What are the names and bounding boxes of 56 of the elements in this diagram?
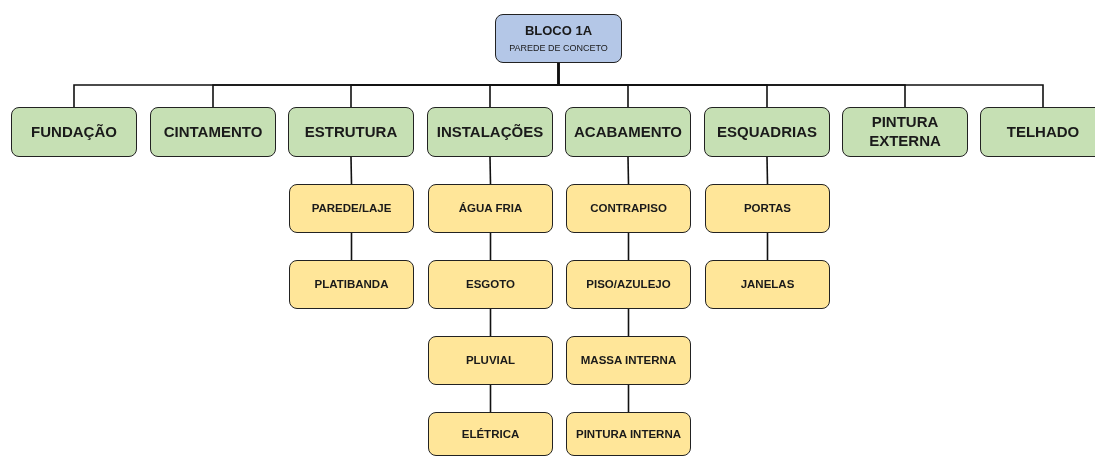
connector-line	[557, 62, 1044, 108]
connector-line	[489, 308, 492, 337]
task-box	[428, 184, 553, 233]
connector-line	[350, 232, 353, 261]
node-title: ESGOTO	[466, 277, 515, 292]
task-box	[566, 260, 691, 309]
node-title: ESQUADRIAS	[717, 122, 817, 142]
root-box	[495, 14, 622, 63]
node-title: ACABAMENTO	[573, 122, 683, 142]
category-box	[11, 107, 137, 157]
task-box	[289, 260, 414, 309]
task-box	[428, 412, 553, 456]
node-title: ESTRUTURA	[304, 122, 398, 142]
connector-line	[489, 232, 492, 261]
category-box	[842, 107, 968, 157]
connector-line	[489, 156, 492, 185]
category-box	[427, 107, 553, 157]
task-box	[428, 336, 553, 385]
category-box	[150, 107, 276, 157]
connector-line	[350, 156, 353, 185]
connector-line	[627, 232, 630, 261]
node-title: BLOCO 1A	[524, 22, 593, 39]
connector-line	[766, 232, 769, 261]
node-title: FUNDAÇÃO	[31, 122, 117, 142]
node-title: PAREDE/LAJE	[311, 201, 392, 216]
task-box	[428, 260, 553, 309]
node-title: CINTAMENTO	[163, 122, 263, 142]
node-title: ÁGUA FRIA	[458, 201, 523, 216]
node-title: PORTAS	[743, 201, 792, 216]
node-subtitle: PAREDE DE CONCETO	[509, 43, 608, 55]
connector-line	[627, 308, 630, 337]
node-title: PLATIBANDA	[314, 277, 389, 292]
connector-line	[766, 156, 769, 185]
node-title: PISO/AZULEJO	[586, 277, 671, 292]
task-box	[566, 412, 691, 456]
node-title: JANELAS	[740, 277, 795, 292]
node-title: PINTURA INTERNA	[576, 426, 681, 442]
category-box	[704, 107, 830, 157]
node-title: ELÉTRICA	[461, 426, 520, 442]
connector-line	[627, 384, 630, 413]
category-box	[980, 107, 1095, 157]
task-box	[566, 184, 691, 233]
connector-line	[489, 384, 492, 413]
category-box	[565, 107, 691, 157]
connector-line	[627, 156, 630, 185]
category-box	[288, 107, 414, 157]
node-title: CONTRAPISO	[590, 201, 667, 216]
node-title: PLUVIAL	[465, 353, 516, 368]
task-box	[289, 184, 414, 233]
task-box	[705, 184, 830, 233]
task-box	[705, 260, 830, 309]
task-box	[566, 336, 691, 385]
node-title: MASSA INTERNA	[580, 353, 677, 368]
node-title: INSTALAÇÕES	[436, 122, 544, 142]
node-title: PINTURA EXTERNA	[868, 113, 942, 151]
node-title: TELHADO	[1006, 122, 1080, 142]
